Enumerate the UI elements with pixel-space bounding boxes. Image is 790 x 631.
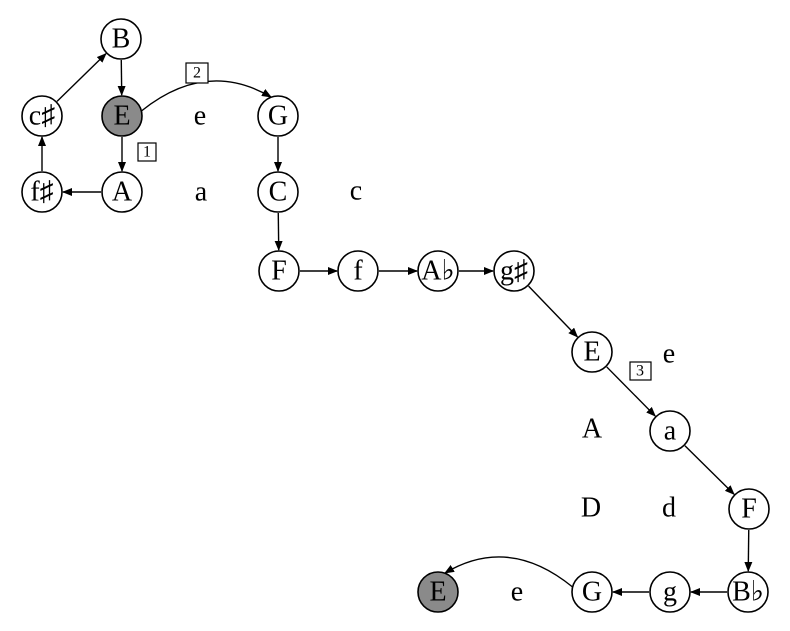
node-B: B bbox=[100, 18, 142, 60]
svg-text:a: a bbox=[664, 416, 677, 447]
edge-a2-to-F2 bbox=[684, 445, 735, 495]
svg-text:1: 1 bbox=[143, 144, 151, 161]
label-a-top: a bbox=[195, 177, 208, 208]
label-e-bottom: e bbox=[511, 577, 523, 608]
svg-text:E: E bbox=[113, 101, 130, 132]
svg-text:F: F bbox=[271, 256, 287, 287]
node-layer: B c♯ E G f♯ A C F bbox=[21, 18, 770, 613]
label-c: c bbox=[350, 176, 362, 207]
node-f-sharp: f♯ bbox=[21, 171, 63, 213]
node-B-flat: B♭ bbox=[727, 571, 769, 613]
step-marker-2: 2 bbox=[185, 62, 209, 84]
node-F-right: F bbox=[728, 488, 770, 530]
svg-text:B♭: B♭ bbox=[732, 577, 764, 608]
node-G-bottom: G bbox=[571, 571, 613, 613]
node-C: C bbox=[257, 171, 299, 213]
edge-layer bbox=[38, 52, 753, 596]
svg-text:c♯: c♯ bbox=[29, 101, 55, 132]
svg-text:3: 3 bbox=[636, 363, 644, 380]
label-e-top: e bbox=[194, 101, 206, 132]
svg-text:G: G bbox=[582, 577, 602, 608]
svg-text:2: 2 bbox=[193, 65, 201, 82]
svg-text:C: C bbox=[269, 177, 288, 208]
label-D: D bbox=[581, 493, 601, 524]
node-a: a bbox=[649, 410, 691, 452]
node-E-end: E bbox=[417, 571, 459, 613]
svg-text:f♯: f♯ bbox=[30, 177, 53, 208]
svg-text:A: A bbox=[112, 177, 133, 208]
label-d: d bbox=[662, 493, 676, 524]
svg-text:g: g bbox=[663, 577, 677, 608]
label-e-middle: e bbox=[663, 339, 675, 370]
svg-text:B: B bbox=[112, 24, 131, 55]
svg-text:E: E bbox=[429, 577, 446, 608]
node-g-sharp: g♯ bbox=[493, 250, 535, 292]
node-c-sharp: c♯ bbox=[21, 95, 63, 137]
edge-Cs-to-B1 bbox=[56, 52, 107, 102]
node-A-flat: A♭ bbox=[417, 250, 459, 292]
node-g: g bbox=[649, 571, 691, 613]
svg-text:A♭: A♭ bbox=[421, 256, 454, 287]
svg-text:G: G bbox=[268, 101, 288, 132]
svg-text:g♯: g♯ bbox=[500, 256, 528, 287]
step-marker-3: 3 bbox=[629, 361, 652, 381]
svg-text:F: F bbox=[741, 494, 757, 525]
node-f: f bbox=[337, 250, 379, 292]
node-E-middle: E bbox=[571, 331, 613, 373]
edge-Gs-to-E2 bbox=[528, 285, 579, 338]
step-marker-layer: 1 2 3 bbox=[137, 62, 652, 381]
edge-E2-to-a2 bbox=[606, 366, 656, 417]
node-A: A bbox=[101, 171, 143, 213]
node-E-start: E bbox=[101, 95, 143, 137]
free-label-layer: e a c e A D d e bbox=[194, 101, 676, 608]
node-F: F bbox=[258, 250, 300, 292]
edge-G2-to-E3 bbox=[444, 556, 574, 588]
step-marker-1: 1 bbox=[137, 142, 157, 162]
svg-text:E: E bbox=[583, 337, 600, 368]
svg-text:f: f bbox=[353, 256, 363, 287]
node-G: G bbox=[257, 95, 299, 137]
label-A-middle: A bbox=[582, 414, 603, 445]
